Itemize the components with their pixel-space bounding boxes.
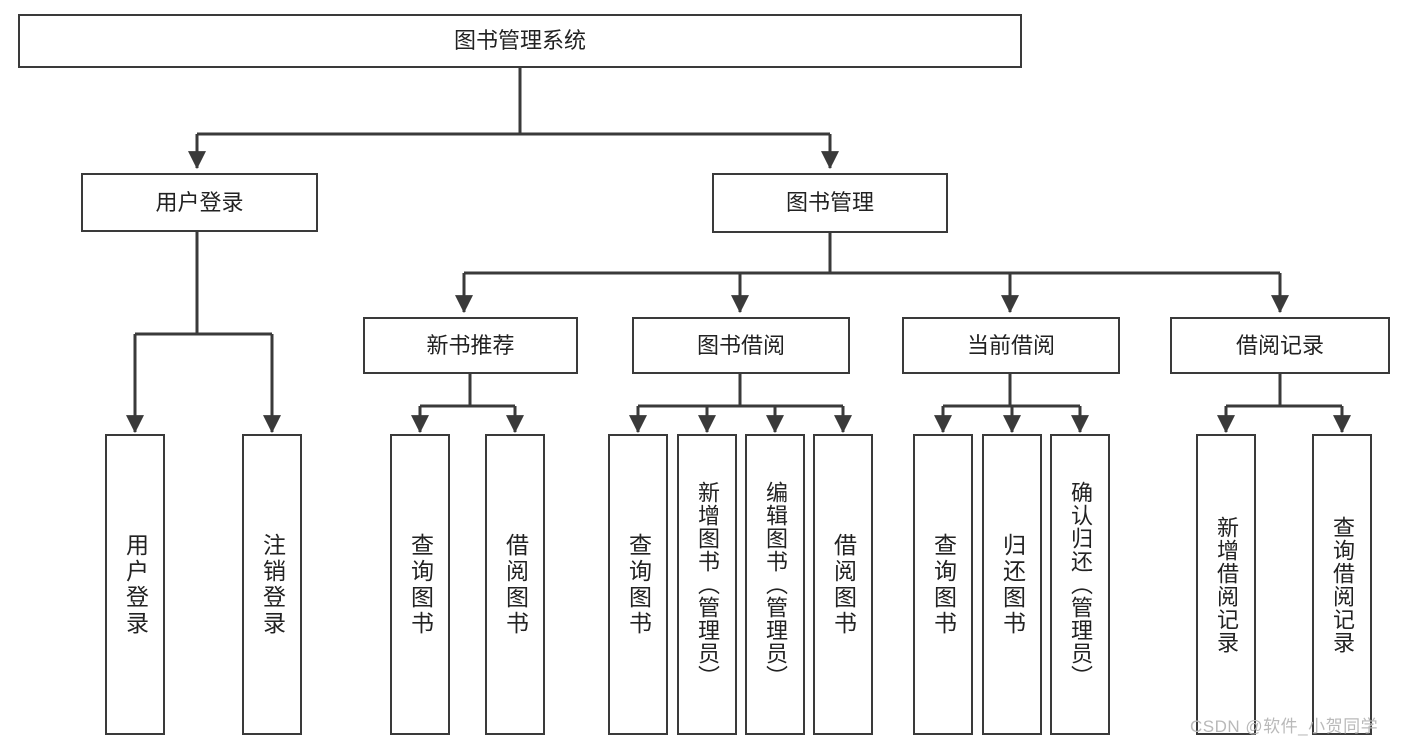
node-label: 归还图书 — [999, 532, 1026, 637]
node-label: 新增图书（管理员） — [695, 481, 720, 688]
node-label: 查询图书 — [930, 532, 957, 637]
node-label: 新增借阅记录 — [1214, 515, 1239, 654]
node-new-book-recommend[interactable]: 新书推荐 — [363, 317, 578, 374]
node-label: 借阅图书 — [830, 532, 857, 637]
node-label: 注销登录 — [259, 532, 286, 637]
leaf-current-borrow-return-book[interactable]: 归还图书 — [982, 434, 1042, 735]
node-label: 借阅记录 — [1235, 332, 1324, 358]
node-book-borrow[interactable]: 图书借阅 — [632, 317, 850, 374]
node-borrow-record[interactable]: 借阅记录 — [1170, 317, 1390, 374]
leaf-book-borrow-add-book-admin[interactable]: 新增图书（管理员） — [677, 434, 737, 735]
leaf-new-book-query-book[interactable]: 查询图书 — [390, 434, 450, 735]
node-label: 用户登录 — [122, 532, 149, 637]
leaf-current-borrow-query-book[interactable]: 查询图书 — [913, 434, 973, 735]
node-label: 查询图书 — [407, 532, 434, 637]
node-label: 新书推荐 — [426, 332, 515, 358]
leaf-current-borrow-confirm-return-admin[interactable]: 确认归还（管理员） — [1050, 434, 1110, 735]
leaf-borrow-record-add-record[interactable]: 新增借阅记录 — [1196, 434, 1256, 735]
node-label: 图书管理系统 — [453, 28, 586, 54]
node-label: 查询借阅记录 — [1330, 515, 1355, 654]
node-label: 用户登录 — [155, 189, 244, 215]
leaf-book-borrow-query-book[interactable]: 查询图书 — [608, 434, 668, 735]
watermark: CSDN @软件_小贺同学 — [1190, 717, 1379, 736]
leaf-user-login-login[interactable]: 用户登录 — [105, 434, 165, 735]
node-label: 编辑图书（管理员） — [763, 481, 788, 688]
node-current-borrow[interactable]: 当前借阅 — [902, 317, 1120, 374]
node-label: 确认归还（管理员） — [1068, 481, 1093, 688]
node-book-management[interactable]: 图书管理 — [712, 173, 948, 233]
node-label: 当前借阅 — [966, 332, 1055, 358]
leaf-borrow-record-query-record[interactable]: 查询借阅记录 — [1312, 434, 1372, 735]
leaf-new-book-borrow-book[interactable]: 借阅图书 — [485, 434, 545, 735]
leaf-book-borrow-borrow-book[interactable]: 借阅图书 — [813, 434, 873, 735]
leaf-user-login-logout[interactable]: 注销登录 — [242, 434, 302, 735]
node-root-book-management-system[interactable]: 图书管理系统 — [18, 14, 1022, 68]
node-label: 借阅图书 — [502, 532, 529, 637]
node-user-login[interactable]: 用户登录 — [81, 173, 318, 232]
node-label: 查询图书 — [625, 532, 652, 637]
node-label: 图书管理 — [785, 190, 874, 216]
leaf-book-borrow-edit-book-admin[interactable]: 编辑图书（管理员） — [745, 434, 805, 735]
node-label: 图书借阅 — [696, 332, 785, 358]
